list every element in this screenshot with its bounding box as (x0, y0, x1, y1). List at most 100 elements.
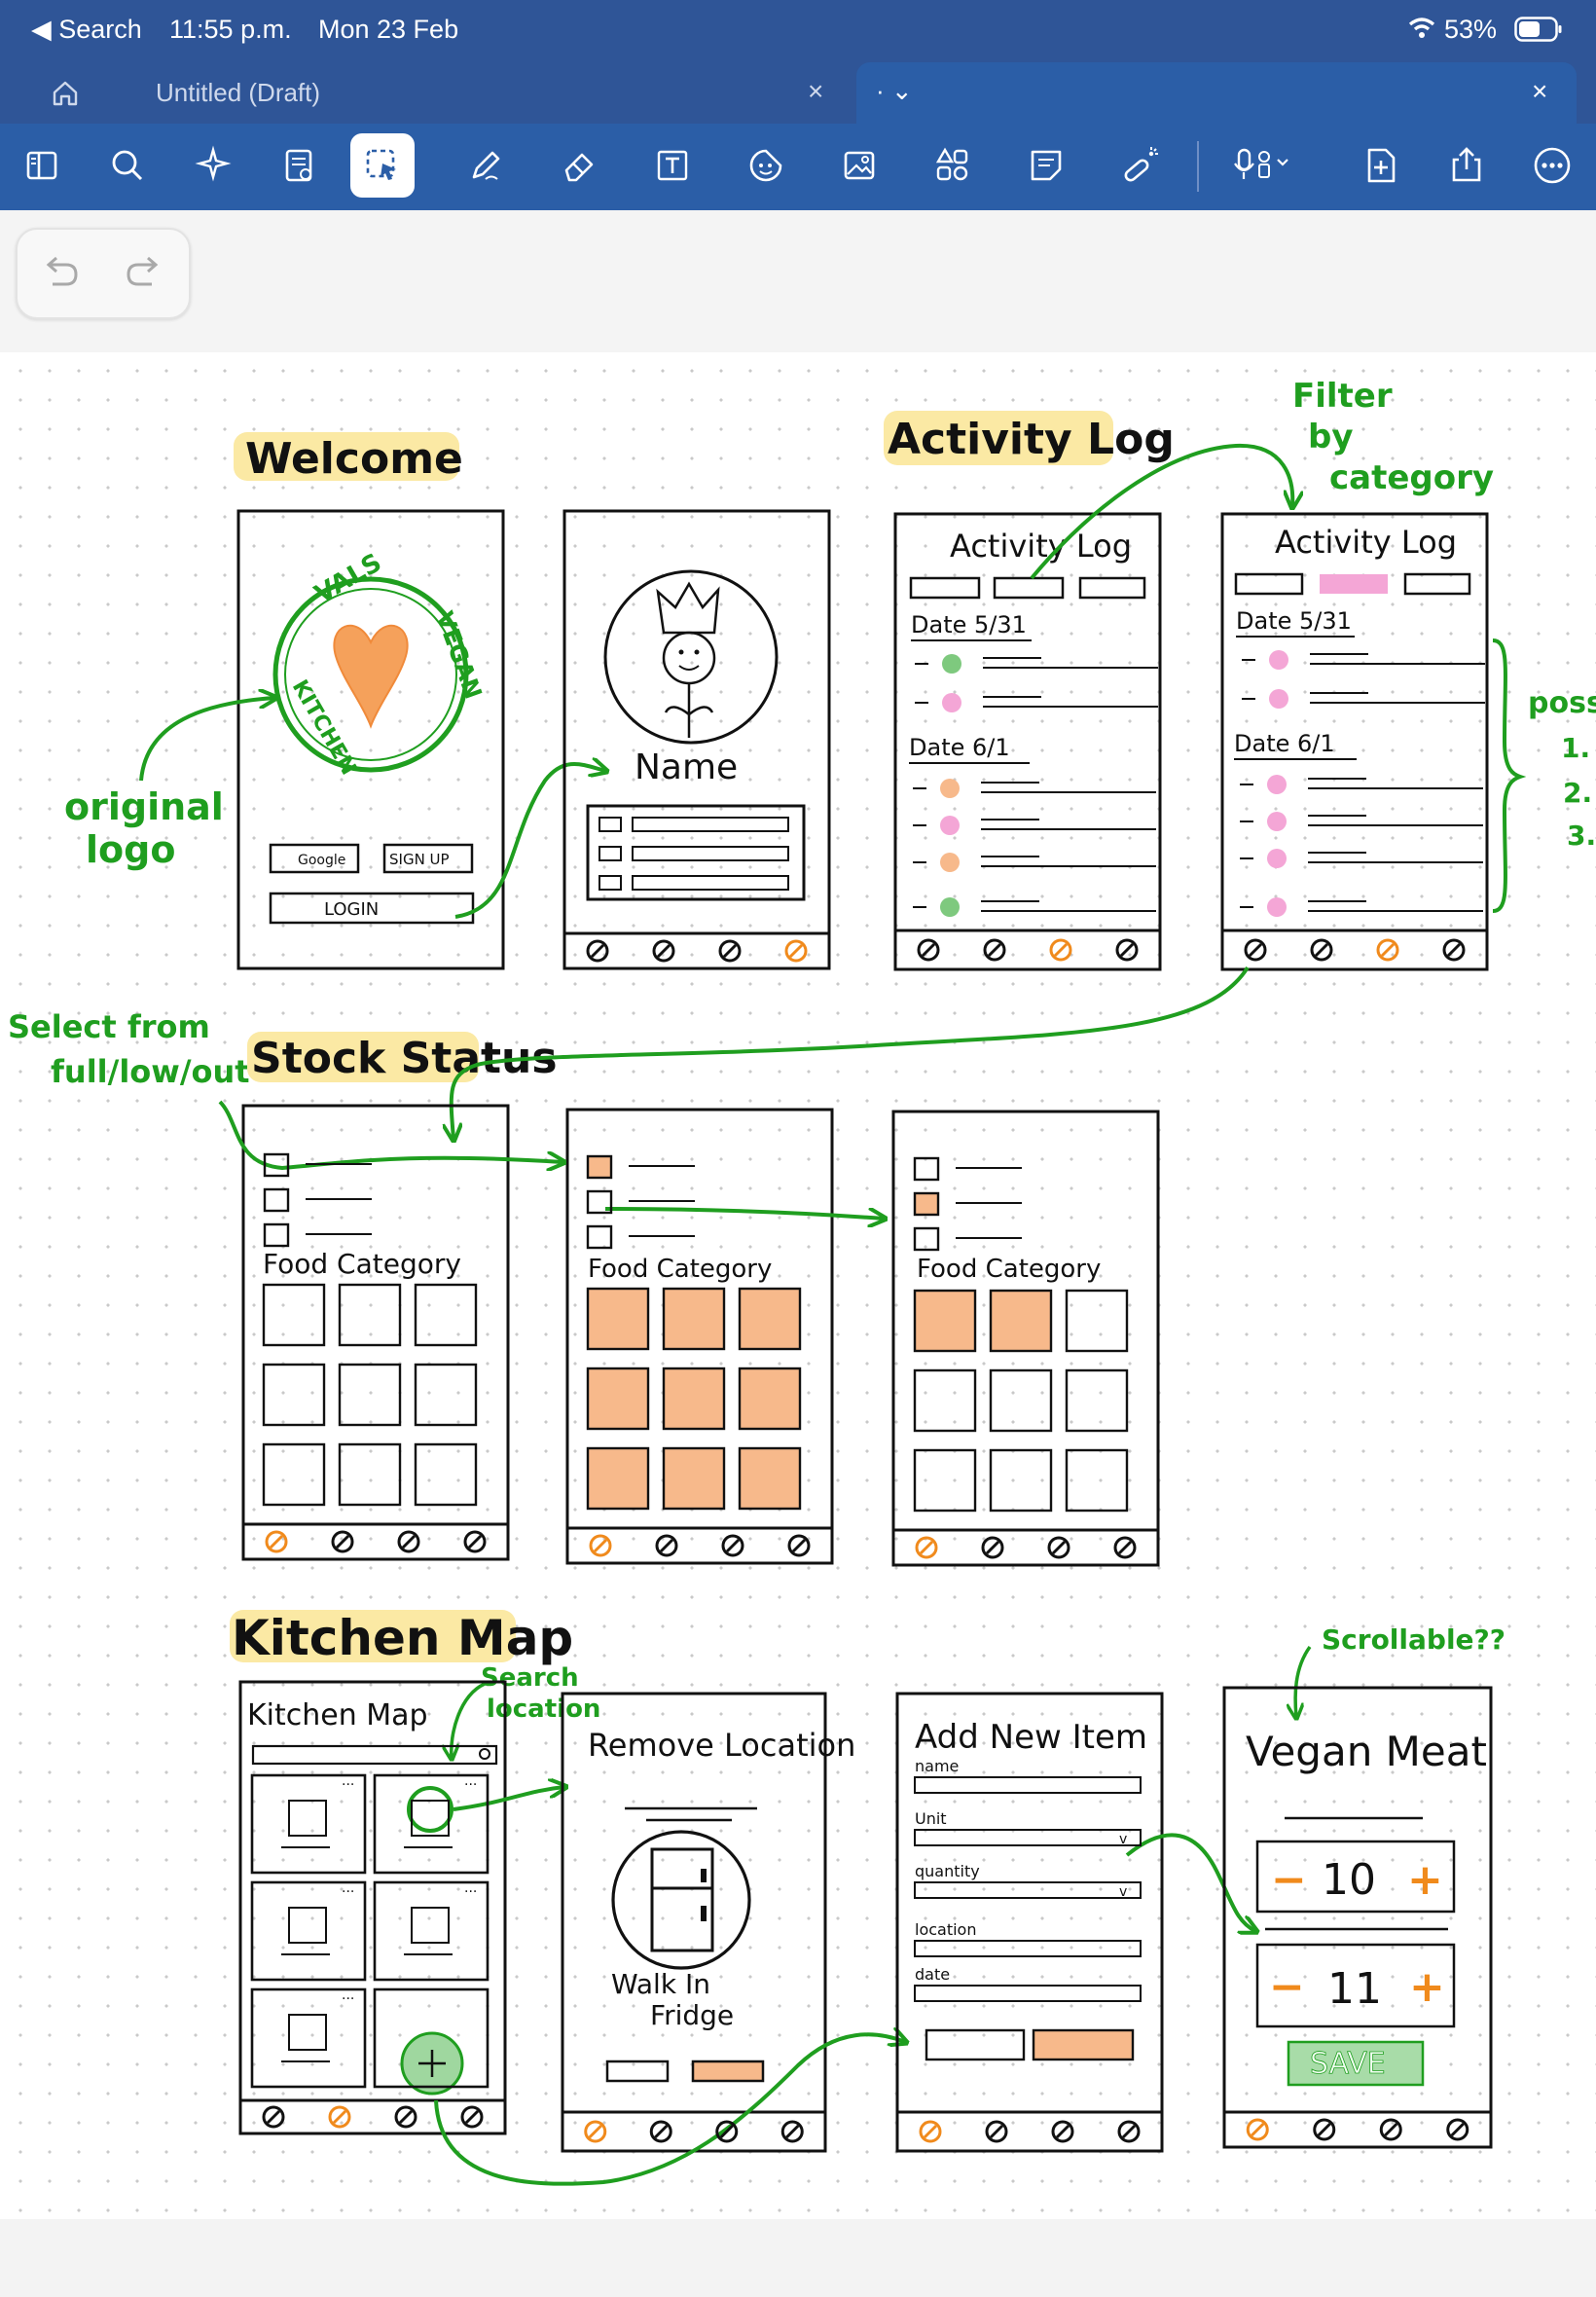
nav-icon-slash (987, 1542, 998, 1553)
add-item-field-label: name (915, 1757, 959, 1775)
location-tile-image (289, 1801, 326, 1836)
sticker-icon[interactable] (734, 133, 798, 198)
food-category-label: Food Category (263, 1248, 461, 1280)
activity-date-1: Date 5/31 (911, 611, 1027, 638)
dropdown-chevron-icon: v (1119, 1884, 1127, 1900)
activity-log-title: Activity Log (1275, 524, 1457, 561)
food-category-tile (664, 1448, 724, 1509)
food-category-tile (416, 1365, 476, 1425)
tab-untitled-draft[interactable]: Untitled (Draft) × (97, 62, 847, 124)
search-icon[interactable] (95, 133, 160, 198)
tab-close-icon[interactable]: × (1532, 76, 1547, 107)
image-icon[interactable] (827, 133, 891, 198)
food-category-tile (416, 1285, 476, 1345)
arrow-stock-2 (605, 1209, 884, 1219)
pen-icon[interactable] (453, 133, 518, 198)
stock-checkbox (915, 1228, 938, 1250)
logo-text-vegan: VEGAN (430, 607, 487, 702)
nav-icon-slash (1319, 2124, 1330, 2135)
home-icon[interactable] (51, 79, 80, 112)
date-label: Mon 23 Feb (318, 15, 458, 45)
nav-icon-slash (658, 945, 670, 957)
nav-icon-slash (1250, 944, 1261, 956)
food-category-label: Food Category (588, 1255, 772, 1284)
arrow-to-stock (452, 967, 1248, 1139)
sparkle-icon[interactable] (181, 133, 245, 198)
nav-icon-slash (790, 945, 802, 957)
nav-icon-slash (1452, 2124, 1464, 2135)
tab-label: Untitled (Draft) (156, 78, 320, 108)
save-button: SAVE (1310, 2047, 1386, 2081)
add-page-icon[interactable] (1349, 133, 1413, 198)
food-category-tile (740, 1289, 800, 1349)
location-tile-menu: ··· (342, 1884, 354, 1900)
sticky-note-icon[interactable] (1014, 133, 1078, 198)
share-icon[interactable] (1434, 133, 1499, 198)
nav-icon-slash (1057, 2126, 1069, 2137)
nav-icon-slash (1121, 944, 1133, 956)
text-box-icon[interactable] (640, 133, 705, 198)
food-category-tile (664, 1289, 724, 1349)
nav-icon-slash (469, 1536, 481, 1548)
nav-icon-slash (923, 944, 934, 956)
entry-dot (942, 693, 961, 712)
tab-current[interactable]: · ⌄ × (856, 62, 1577, 124)
stock-screen-1: Food Category (243, 1106, 508, 1559)
nav-icon-slash (1316, 944, 1327, 956)
arrow-scrollable (1295, 1647, 1310, 1717)
redo-icon[interactable] (123, 253, 165, 296)
shapes-icon[interactable] (921, 133, 985, 198)
clock: 11:55 p.m. (169, 15, 292, 45)
remove-location-screen: Remove Location Walk In Fridge (562, 1694, 855, 2151)
google-button: Google (298, 853, 345, 868)
stock-checkbox (915, 1193, 938, 1215)
status-bar: ◀ Search 11:55 p.m. Mon 23 Feb 53% (0, 0, 1596, 62)
entry-dot (1267, 775, 1287, 794)
add-item-field-box (915, 1882, 1141, 1898)
original-logo-annotation-1: original (64, 785, 224, 828)
food-category-tile (915, 1291, 975, 1351)
sidebar-icon[interactable] (10, 133, 74, 198)
entry-dot (940, 853, 960, 872)
nav-icon-slash (400, 2111, 412, 2123)
login-button: LOGIN (324, 899, 379, 920)
laser-pointer-icon[interactable] (1107, 133, 1172, 198)
entry-dot (1267, 812, 1287, 831)
tab-close-icon[interactable]: × (808, 76, 823, 107)
filter-annotation-3: category (1329, 458, 1494, 497)
generated-sketch-details: ···············nameUnitvquantityvlocatio… (252, 650, 1485, 2141)
stock-checkbox (588, 1226, 611, 1248)
nav-icon-slash (1382, 944, 1394, 956)
entry-dot (940, 897, 960, 917)
undo-redo-area (0, 210, 1596, 352)
microphone-icon[interactable] (1215, 133, 1312, 198)
entry-dot (1269, 689, 1288, 709)
entry-dot (940, 779, 960, 798)
lasso-select-icon[interactable] (350, 133, 415, 198)
back-to-search-link[interactable]: ◀ Search (31, 15, 142, 45)
entry-dot (940, 816, 960, 835)
eraser-icon[interactable] (547, 133, 611, 198)
vegan-meat-screen: Vegan Meat − 10 + − 11 + SAVE (1224, 1688, 1491, 2147)
food-category-tile (588, 1448, 648, 1509)
item-title: Vegan Meat (1246, 1728, 1487, 1775)
location-tile-menu: ··· (464, 1777, 477, 1793)
nav-icon-slash (655, 2126, 667, 2137)
logo-text-vals: VALS (310, 548, 387, 609)
add-item-field-box (915, 1830, 1141, 1845)
nav-icon-slash (991, 2126, 1002, 2137)
more-icon[interactable] (1520, 133, 1584, 198)
food-category-tile (740, 1368, 800, 1429)
signup-button: SIGN UP (389, 851, 450, 868)
remove-location-title: Remove Location (588, 1727, 855, 1764)
qty1-value: 10 (1322, 1855, 1376, 1905)
profile-screen: Name (564, 511, 829, 968)
document-icon[interactable] (267, 133, 331, 198)
location-tile-menu: ··· (464, 1884, 477, 1900)
add-item-field-label: date (915, 1965, 950, 1984)
food-category-tile (340, 1365, 400, 1425)
undo-icon[interactable] (39, 253, 82, 296)
nav-icon-slash (1448, 944, 1460, 956)
entry-dot (1267, 897, 1287, 917)
add-item-cancel-button (926, 2030, 1024, 2060)
